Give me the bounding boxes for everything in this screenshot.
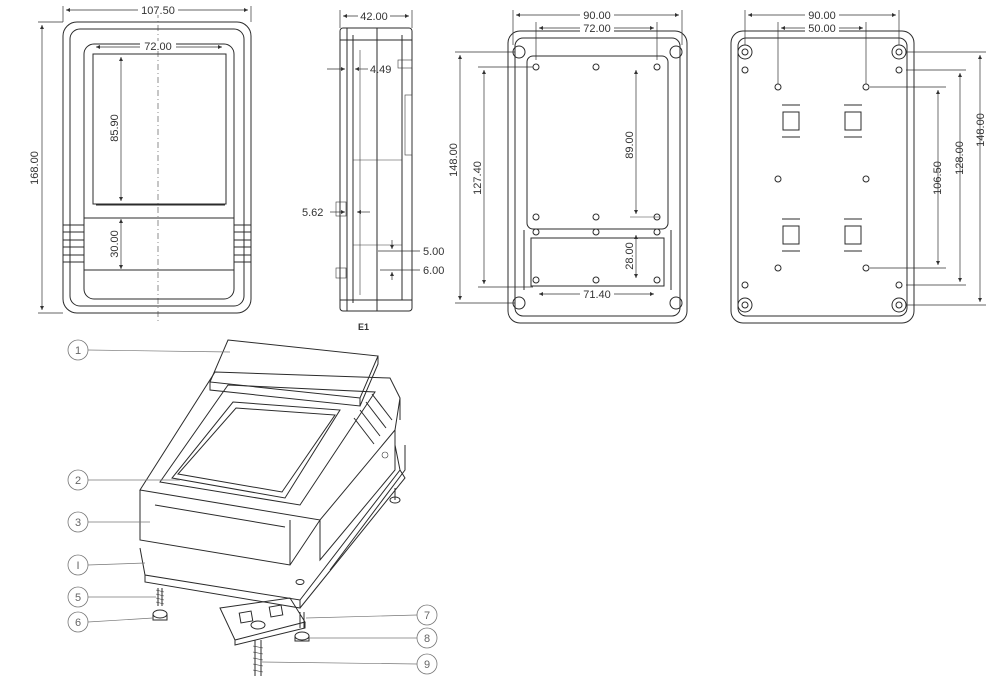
dim-back-b-slot-pitch: 50.00 — [808, 23, 836, 35]
dim-back-a-inner-height: 127.40 — [472, 161, 484, 195]
dim-front-height: 168.00 — [29, 151, 41, 185]
back-view-b: 90.00 50.00 148.00 128.00 106.50 — [730, 9, 987, 324]
svg-text:I: I — [76, 560, 79, 572]
dim-back-a-lower-width: 71.40 — [583, 289, 611, 301]
exploded-view: 1 2 3 I 5 6 7 8 9 — [67, 339, 438, 676]
dim-back-b-outer-width: 90.00 — [808, 10, 836, 22]
back-b-holes — [737, 44, 907, 313]
back-plate — [139, 444, 406, 609]
part-3-housing — [139, 430, 406, 571]
part-7-mount-bracket — [219, 597, 306, 646]
svg-text:7: 7 — [424, 610, 430, 622]
dim-back-a-lower-pitch: 28.00 — [624, 242, 636, 270]
side-view-caption: E1 — [358, 322, 369, 332]
part-8-screw-right — [294, 612, 310, 642]
dim-back-a-inner-width: 72.00 — [583, 23, 611, 35]
front-view: 107.50 72.00 168.00 85.90 30.00 — [29, 4, 252, 322]
back-view-a: 90.00 72.00 148.00 127.40 89.00 28.00 71… — [448, 9, 688, 324]
dim-side-step-b: 6.00 — [423, 265, 444, 277]
svg-text:6: 6 — [75, 617, 81, 629]
part-2-front-frame — [139, 371, 401, 521]
dim-window-width: 72.00 — [144, 41, 172, 53]
back-b-slots — [782, 104, 862, 252]
part-9-bolt — [252, 640, 264, 676]
dim-lower-height: 30.00 — [109, 230, 121, 258]
svg-text:9: 9 — [424, 659, 430, 671]
dim-back-a-upper-pitch: 89.00 — [624, 131, 636, 159]
svg-text:3: 3 — [75, 517, 81, 529]
svg-text:1: 1 — [75, 345, 81, 357]
dim-back-b-height: 148.00 — [975, 113, 987, 147]
dim-back-a-outer-width: 90.00 — [583, 10, 611, 22]
dim-side-wall: 4.49 — [370, 64, 391, 76]
front-ribs — [63, 217, 251, 271]
back-a-holes — [512, 45, 683, 310]
side-view: 42.00 4.49 5.62 5.00 6.00 E1 — [302, 10, 444, 332]
dim-side-step-a: 5.00 — [423, 246, 444, 258]
svg-text:5: 5 — [75, 592, 81, 604]
svg-text:2: 2 — [75, 475, 81, 487]
dim-side-depth: 42.00 — [360, 11, 388, 23]
dim-side-gap: 5.62 — [302, 207, 323, 219]
dim-back-b-inner-height: 128.00 — [954, 141, 966, 175]
balloons: 1 2 3 I 5 6 7 8 9 — [67, 339, 438, 675]
part-5-screw-left — [152, 588, 168, 621]
svg-text:8: 8 — [424, 633, 430, 645]
dim-front-width: 107.50 — [141, 5, 175, 17]
dim-back-b-hole-pitch: 106.50 — [932, 161, 944, 195]
dim-back-a-height: 148.00 — [448, 143, 460, 177]
dim-window-height: 85.90 — [109, 114, 121, 142]
